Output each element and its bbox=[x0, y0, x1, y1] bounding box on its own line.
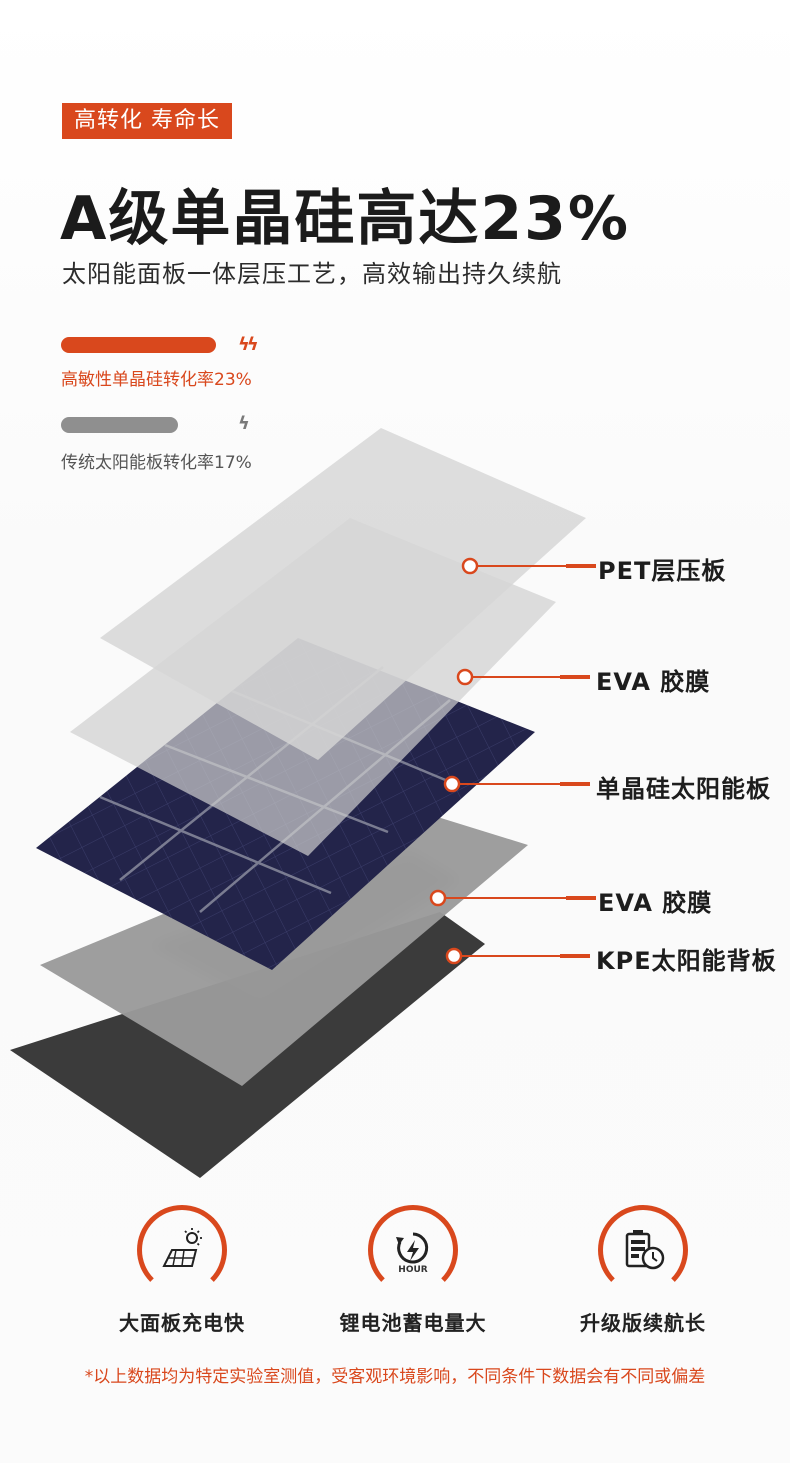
solar-panel-sun-icon bbox=[162, 1228, 202, 1267]
feature-fast-charging: 大面板充电快 bbox=[82, 1205, 282, 1336]
feature-battery-capacity: HOUR 锂电池蓄电量大 bbox=[313, 1205, 513, 1336]
layer-label-eva-lower: EVA 胶膜 bbox=[598, 889, 713, 917]
feature-name: 锂电池蓄电量大 bbox=[339, 1311, 487, 1335]
callout-dot bbox=[445, 947, 463, 965]
feature-ring bbox=[598, 1205, 688, 1295]
battery-clock-icon bbox=[625, 1230, 665, 1270]
battery-hour-icon bbox=[396, 1232, 429, 1264]
feature-ring bbox=[137, 1205, 227, 1295]
layer-label-eva-upper: EVA 胶膜 bbox=[596, 668, 711, 696]
callout-dot bbox=[429, 889, 447, 907]
hour-text: HOUR bbox=[398, 1265, 428, 1275]
feature-ring: HOUR bbox=[368, 1205, 458, 1295]
callout-dot bbox=[443, 775, 461, 793]
layer-label-mono-silicon: 单晶硅太阳能板 bbox=[596, 775, 771, 803]
feature-name: 大面板充电快 bbox=[119, 1311, 245, 1335]
callout-dot bbox=[456, 668, 474, 686]
feature-name: 升级版续航长 bbox=[580, 1311, 706, 1335]
subheadline: 太阳能面板一体层压工艺，高效输出持久续航 bbox=[62, 260, 562, 288]
feature-long-endurance: 升级版续航长 bbox=[543, 1205, 743, 1336]
promo-tag: 高转化 寿命长 bbox=[62, 103, 232, 139]
high-efficiency-label: 高敏性单晶硅转化率23% bbox=[61, 370, 252, 390]
double-bolt-icon: ϟϟ bbox=[238, 334, 259, 355]
pet-laminate-layer bbox=[100, 428, 586, 760]
bolt-icon: ϟ bbox=[238, 413, 250, 434]
layer-label-pet: PET层压板 bbox=[598, 557, 727, 585]
disclaimer-note: *以上数据均为特定实验室测值，受客观环境影响，不同条件下数据会有不同或偏差 bbox=[84, 1367, 706, 1387]
exploded-layer-diagram bbox=[10, 428, 596, 1178]
traditional-efficiency-label: 传统太阳能板转化率17% bbox=[61, 453, 252, 473]
headline: A级单晶硅高达23% bbox=[60, 184, 631, 254]
traditional-efficiency-bar bbox=[61, 417, 178, 433]
high-efficiency-bar bbox=[61, 337, 216, 353]
layer-label-kpe: KPE太阳能背板 bbox=[596, 947, 777, 975]
callout-dot bbox=[461, 557, 479, 575]
